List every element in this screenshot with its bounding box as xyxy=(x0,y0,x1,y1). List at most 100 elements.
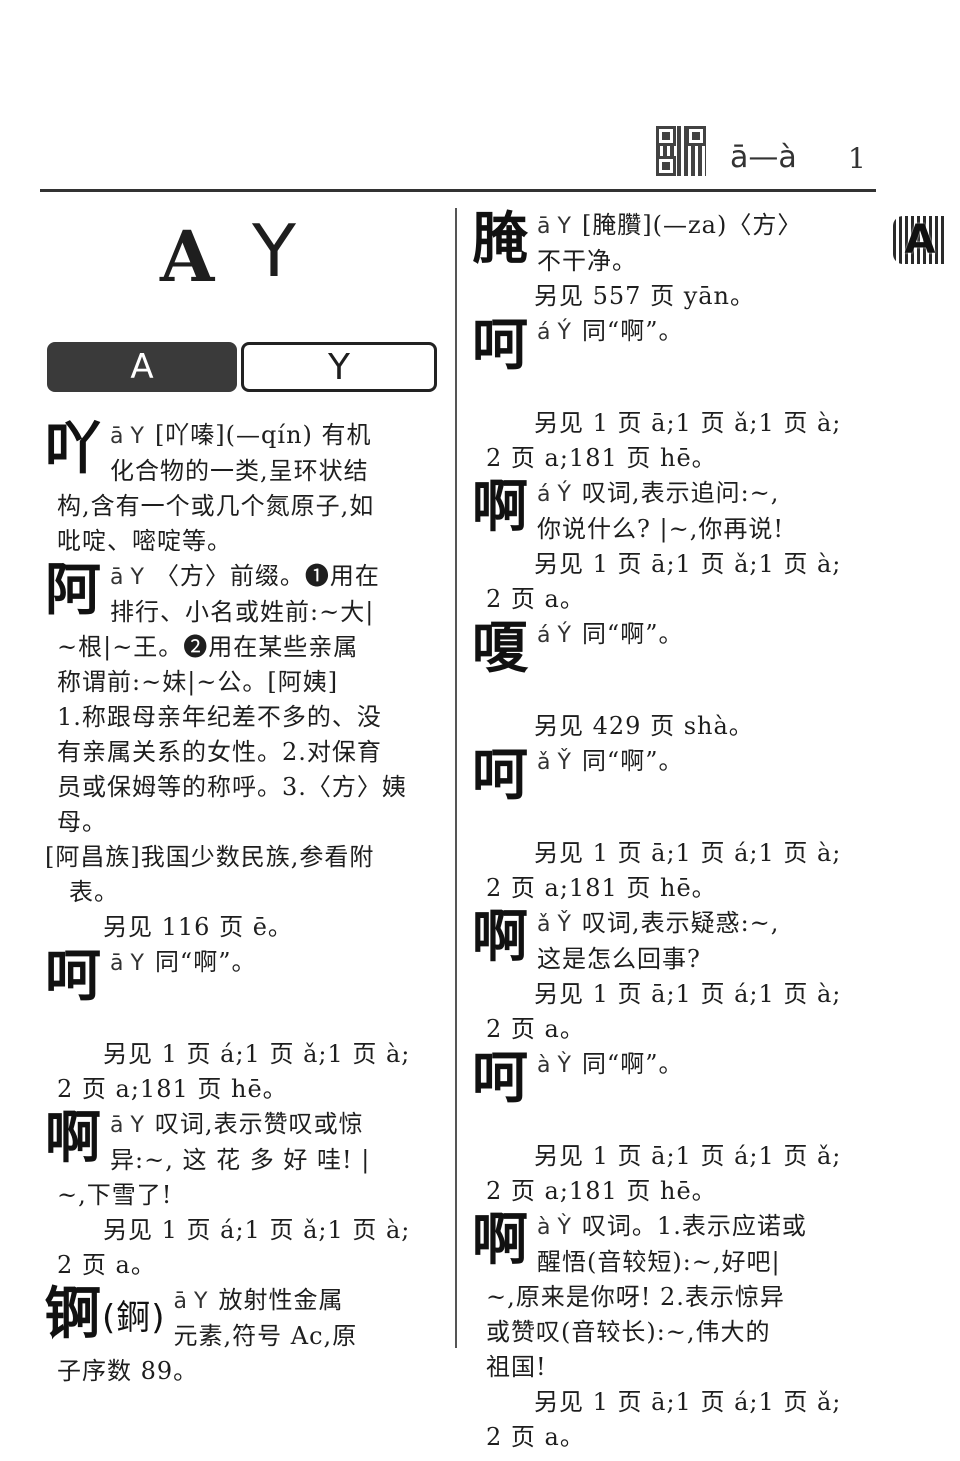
definition-line: 叹词,表示追问:~, xyxy=(581,479,780,507)
headword: 吖 xyxy=(45,417,102,482)
zhuyin: Y̌ xyxy=(557,750,572,775)
pinyin: á xyxy=(537,623,552,648)
definition-line: 这是怎么回事? xyxy=(537,945,701,973)
zhuyin: Ỳ xyxy=(557,1053,572,1078)
zhuyin: Y̌ xyxy=(557,912,572,937)
definition-line: 祖国! xyxy=(486,1353,547,1381)
definition-line: 你说什么? |~,你再说! xyxy=(537,515,784,543)
definition-line: ~根|~王。❷用在某些亲属 xyxy=(57,633,359,661)
definition-line: 同“啊”。 xyxy=(154,948,257,976)
definition-line: 同“啊”。 xyxy=(581,317,684,345)
section-bar-latin: A xyxy=(47,342,237,392)
header-rule xyxy=(40,189,876,192)
definition-line: 不干净。 xyxy=(537,247,637,275)
headword-simplified: 锕 xyxy=(45,1282,102,1347)
zhuyin: Y xyxy=(130,1113,145,1138)
see-also-line: 另见 557 页 yān。 xyxy=(534,282,756,310)
see-also-line: 另见 1 页 ā;1 页 á;1 页 à; xyxy=(534,980,842,1008)
definition-line: 放射性金属 xyxy=(218,1286,344,1314)
see-also-line: 另见 1 页 á;1 页 ǎ;1 页 à; xyxy=(103,1040,411,1068)
headword: 啊 xyxy=(472,905,529,970)
headword: 呵 xyxy=(472,743,529,808)
see-also-line: 2 页 a。 xyxy=(486,1423,585,1451)
see-also-line: 另见 116 页 ē。 xyxy=(103,913,293,941)
page-header: ā—à 1 xyxy=(40,118,876,190)
headword: 啊 xyxy=(472,1208,529,1273)
thumb-index-tab[interactable]: A xyxy=(893,216,947,264)
definition-line: 〈方〉前缀。❶用在 xyxy=(154,562,380,590)
definition-line: 表。 xyxy=(69,878,119,906)
definition-line: 构,含有一个或几个氮原子,如 xyxy=(57,492,375,520)
pinyin: ā xyxy=(110,951,125,976)
definition-line: [阿昌族]我国少数民族,参看附 xyxy=(45,843,375,871)
zhuyin: Y xyxy=(557,214,572,239)
see-also-line: 另见 1 页 ā;1 页 á;1 页 ǎ; xyxy=(534,1388,842,1416)
definition-line: 醒悟(音较短):~,好吧| xyxy=(537,1248,781,1276)
headword: 腌 xyxy=(472,207,529,272)
qr-code-icon[interactable] xyxy=(656,126,706,176)
section-bar-zhuyin: Y xyxy=(241,342,437,392)
definition-line: ~,下雪了! xyxy=(57,1181,173,1209)
zhuyin: Ý xyxy=(557,482,572,507)
pinyin: ā xyxy=(110,1113,125,1138)
definition-line: 员或保姆等的称呼。3.〈方〉姨 xyxy=(57,773,407,801)
definition-line: 称谓前:~妹|~公。[阿姨] xyxy=(57,668,339,696)
definition-line: 叹词,表示赞叹或惊 xyxy=(154,1110,364,1138)
see-also-line: 另见 1 页 ā;1 页 ǎ;1 页 à; xyxy=(534,409,842,437)
zhuyin: Ỳ xyxy=(557,1215,572,1240)
see-also-line: 另见 1 页 ā;1 页 á;1 页 ǎ; xyxy=(534,1142,842,1170)
pinyin: à xyxy=(537,1215,552,1240)
see-also-line: 另见 429 页 shà。 xyxy=(534,712,754,740)
definition-line: [吖嗪](—qín) 有机 xyxy=(154,421,372,449)
headword-traditional: (錒) xyxy=(102,1297,166,1338)
definition-line: [腌臢](—za)〈方〉 xyxy=(581,211,803,239)
pinyin: á xyxy=(537,482,552,507)
zhuyin: Y xyxy=(194,1289,209,1314)
pinyin: ā xyxy=(110,565,125,590)
headword: 啊 xyxy=(45,1106,102,1171)
definition-line: 同“啊”。 xyxy=(581,747,684,775)
see-also-line: 2 页 a;181 页 hē。 xyxy=(486,444,717,472)
see-also-line: 2 页 a。 xyxy=(486,1015,585,1043)
definition-line: 吡啶、嘧啶等。 xyxy=(57,527,232,555)
definition-line: 有亲属关系的女性。2.对保育 xyxy=(57,738,382,766)
definition-line: 排行、小名或姓前:~大| xyxy=(110,598,375,626)
pinyin: ā xyxy=(537,214,552,239)
definition-line: 化合物的一类,呈环状结 xyxy=(110,457,369,485)
page-range: ā—à xyxy=(730,140,797,175)
thumb-tab-letter: A xyxy=(904,217,936,263)
zhuyin: Ý xyxy=(557,320,572,345)
pinyin: ā xyxy=(173,1289,189,1314)
headword: 呵 xyxy=(45,944,102,1009)
zhuyin: Y xyxy=(130,424,145,449)
headword: 嗄 xyxy=(472,616,529,681)
section-latin-letter: A xyxy=(160,215,215,298)
definition-line: 同“啊”。 xyxy=(581,620,684,648)
column-divider xyxy=(455,208,457,1348)
see-also-line: 2 页 a;181 页 hē。 xyxy=(57,1075,288,1103)
definition-line: 异:~, 这 花 多 好 哇! | xyxy=(110,1146,371,1174)
headword: 啊 xyxy=(472,475,529,540)
zhuyin: Y xyxy=(130,565,145,590)
see-also-line: 另见 1 页 ā;1 页 á;1 页 à; xyxy=(534,839,842,867)
see-also-line: 2 页 a。 xyxy=(486,585,585,613)
zhuyin: Ý xyxy=(557,623,572,648)
pinyin: à xyxy=(537,1053,552,1078)
headword: 锕(錒) xyxy=(45,1285,166,1348)
pinyin: ǎ xyxy=(537,912,552,937)
definition-line: 叹词,表示疑惑:~, xyxy=(581,909,780,937)
zhuyin: Y xyxy=(130,951,145,976)
headword: 阿 xyxy=(45,558,102,623)
